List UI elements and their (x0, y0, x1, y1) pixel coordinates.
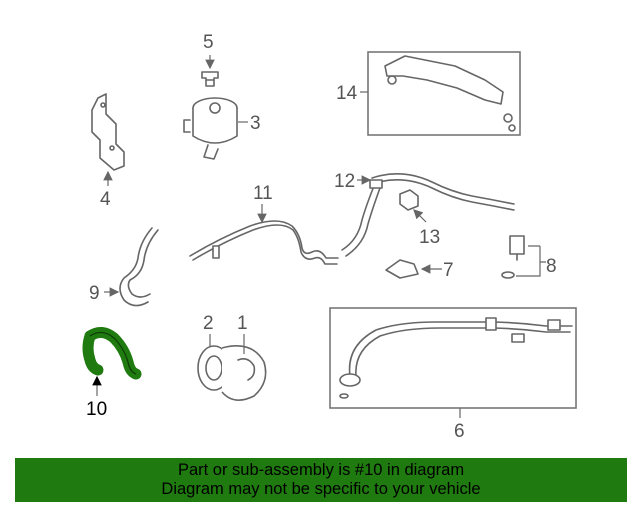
part-4-bracket[interactable] (91, 93, 125, 186)
label-part-10: 10 (86, 399, 107, 420)
part-13-clamp[interactable] (399, 189, 427, 223)
label-part-9: 9 (89, 283, 100, 304)
part-5-reservoir-cap[interactable] (201, 55, 219, 87)
part-12-hose[interactable] (341, 173, 515, 257)
label-part-8: 8 (546, 256, 557, 277)
parts-diagram: 5 3 4 14 12 13 (82, 32, 577, 442)
label-part-11: 11 (253, 183, 273, 204)
part-11-pipe[interactable] (189, 204, 339, 265)
label-part-13: 13 (419, 227, 440, 248)
part-10-hose-highlighted[interactable] (82, 327, 142, 396)
label-part-7: 7 (443, 260, 454, 281)
label-part-12: 12 (334, 171, 355, 192)
label-part-5: 5 (203, 32, 214, 53)
banner-line-2: Diagram may not be specific to your vehi… (161, 480, 481, 498)
banner-line-1: Part or sub-assembly is #10 in diagram (177, 461, 465, 479)
label-part-4: 4 (100, 189, 111, 210)
part-1-2-pump[interactable] (197, 334, 267, 401)
label-part-14: 14 (336, 83, 358, 104)
part-8-sensor[interactable] (501, 235, 546, 279)
label-part-3: 3 (250, 113, 261, 134)
part-7-clip[interactable] (385, 259, 442, 279)
part-14-subframe-box[interactable] (360, 51, 521, 136)
info-banner: Part or sub-assembly is #10 in diagram D… (15, 458, 627, 502)
label-part-1: 1 (237, 313, 248, 334)
part-3-reservoir[interactable] (183, 97, 248, 160)
label-part-6: 6 (454, 421, 465, 442)
part-6-pressure-hose-box[interactable] (329, 307, 577, 418)
label-part-2: 2 (203, 313, 214, 334)
part-9-return-hose[interactable] (104, 227, 159, 307)
